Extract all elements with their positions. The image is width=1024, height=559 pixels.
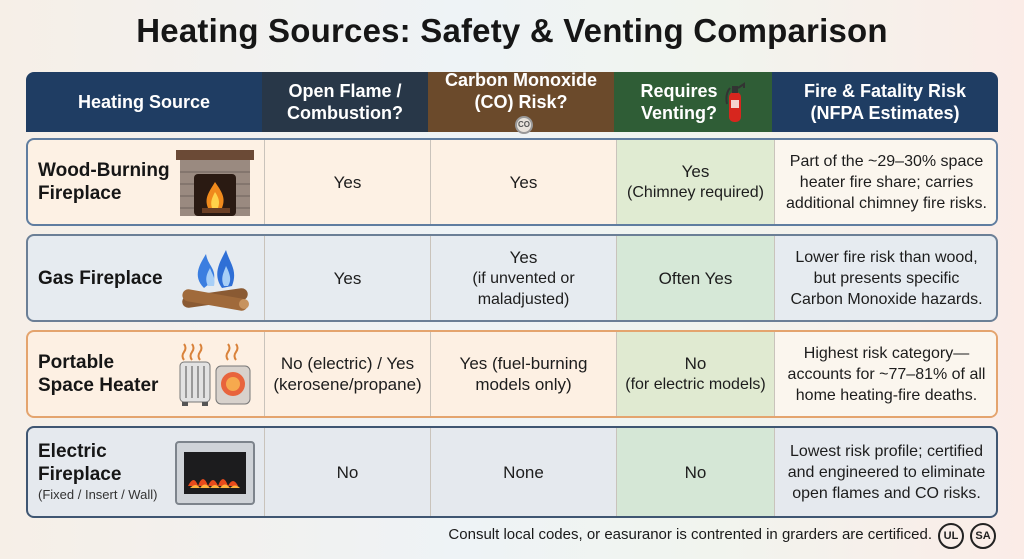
row-source-label: Gas Fireplace	[38, 267, 163, 289]
cell-co-risk: Yes (if unvented or maladjusted)	[430, 236, 616, 320]
table-row-wood-burning: Wood-Burning Fireplace Yes Yes Yes (Chim…	[26, 138, 998, 226]
fire-extinguisher-icon	[724, 82, 745, 122]
page-title: Heating Sources: Safety & Venting Compar…	[136, 12, 888, 49]
co-detector-icon: CO	[515, 116, 533, 135]
header-fire-fatality-risk: Fire & Fatality Risk(NFPA Estimates)	[772, 72, 998, 132]
cell-open-flame: No	[264, 428, 430, 516]
header-open-flame: Open Flame /Combustion?	[262, 72, 428, 132]
header-heating-source: Heating Source	[26, 72, 262, 132]
cell-co-risk: None	[430, 428, 616, 516]
cell-fire-risk: Lower fire risk than wood, but presents …	[774, 236, 996, 320]
brick-fireplace-icon	[176, 150, 254, 216]
csa-certification-icon: SA	[970, 523, 996, 549]
ul-certification-icon: UL	[938, 523, 964, 549]
row-source-label: Electric Fireplace (Fixed / Insert / Wal…	[38, 441, 158, 502]
cell-fire-risk: Highest risk category— accounts for ~77–…	[774, 332, 996, 416]
table-row-electric-fireplace: Electric Fireplace (Fixed / Insert / Wal…	[26, 426, 998, 518]
cell-open-flame: Yes	[264, 236, 430, 320]
row-source-label: Wood-Burning Fireplace	[38, 160, 170, 204]
cell-co-risk: Yes (fuel-burning models only)	[430, 332, 616, 416]
space-heater-icon	[179, 343, 251, 406]
footer-note: Consult local codes, or easuranor is con…	[448, 526, 932, 543]
cell-venting: No	[616, 428, 774, 516]
gas-flame-logs-icon	[182, 250, 249, 311]
cell-venting: Often Yes	[616, 236, 774, 320]
cell-venting: Yes (Chimney required)	[616, 140, 774, 224]
table-row-portable-space-heater: Portable Space Heater No (electric) / Ye…	[26, 330, 998, 418]
cell-open-flame: No (electric) / Yes (kerosene/propane)	[264, 332, 430, 416]
electric-fireplace-icon	[175, 441, 255, 505]
cell-fire-risk: Lowest risk profile; certified and engin…	[774, 428, 996, 516]
header-co-risk: Carbon Monoxide (CO) Risk? CO	[428, 70, 614, 135]
cell-co-risk: Yes	[430, 140, 616, 224]
table-row-gas-fireplace: Gas Fireplace Yes Yes (if unvented or ma…	[26, 234, 998, 322]
cell-venting: No (for electric models)	[616, 332, 774, 416]
cell-open-flame: Yes	[264, 140, 430, 224]
row-source-label: Portable Space Heater	[38, 352, 159, 396]
cell-fire-risk: Part of the ~29–30% space heater fire sh…	[774, 140, 996, 224]
